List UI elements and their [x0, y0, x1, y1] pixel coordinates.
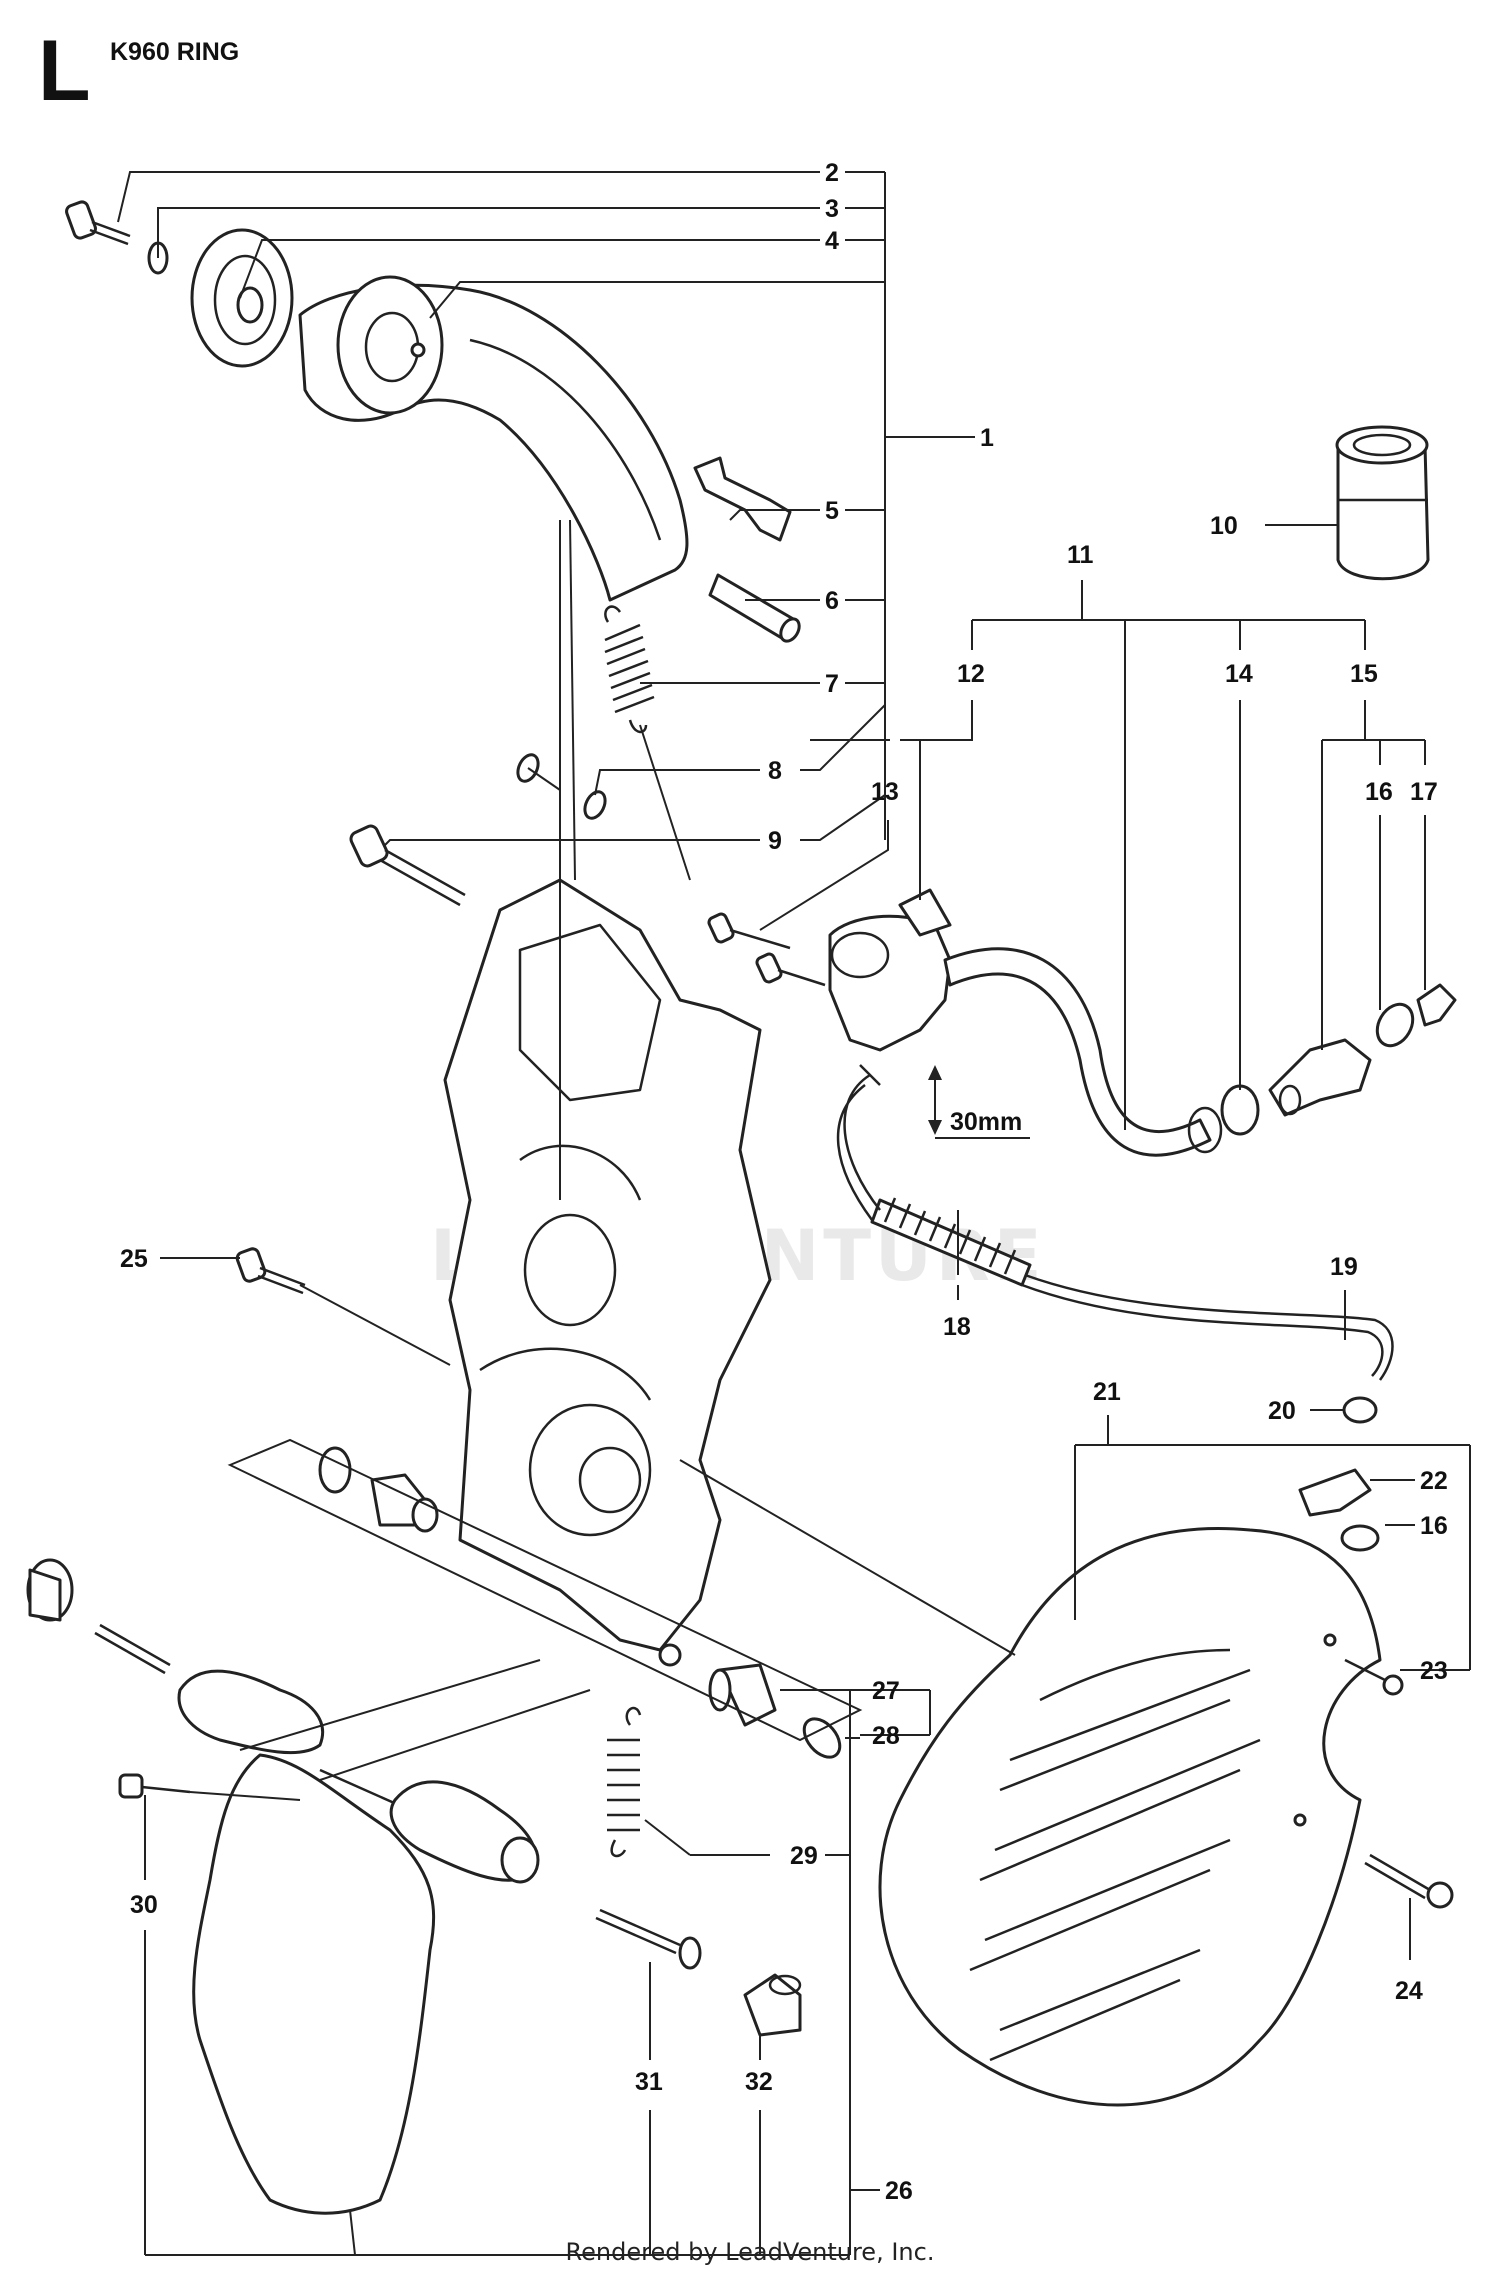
- part-30-screw: [118, 1773, 191, 1799]
- callout-21: 21: [1093, 1378, 1121, 1406]
- callout-3: 3: [825, 195, 839, 223]
- part-o-ring: [318, 1446, 352, 1494]
- part-13-screw: [707, 912, 826, 987]
- part-handle-rail: [26, 1558, 540, 1884]
- part-11-hose: [943, 947, 1212, 1157]
- part-2-screw: [65, 200, 131, 246]
- part-27-bushing: [708, 1663, 777, 1727]
- tube-fitting: [859, 1064, 881, 1086]
- callout-16: 16: [1365, 778, 1393, 806]
- callout-7: 7: [825, 670, 839, 698]
- callout-2: 2: [825, 159, 839, 187]
- callout-27: 27: [872, 1677, 900, 1705]
- part-17-plug: [1416, 983, 1457, 1027]
- part-18-spring-guard: [870, 1197, 1032, 1287]
- callout-13: 13: [871, 778, 899, 806]
- part-21-blade-guard: [878, 1527, 1382, 2107]
- part-31-bolt: [595, 1908, 702, 1970]
- part-20-clamp: [1342, 1396, 1378, 1424]
- part-22-nozzle: [1298, 1468, 1372, 1517]
- callout-14: 14: [1225, 660, 1253, 688]
- part-8-o-ring: [583, 790, 607, 820]
- callout-31: 31: [635, 2068, 663, 2096]
- part-26-splash-shield: [192, 1753, 436, 2215]
- callout-24: 24: [1395, 1977, 1423, 2005]
- assembly-plane: [227, 1438, 863, 1742]
- section-letter: L: [38, 23, 91, 119]
- dimension-30mm: 30mm: [928, 1065, 1030, 1139]
- part-14-hose-clamp: [1220, 1084, 1260, 1136]
- callout-22: 22: [1420, 1467, 1448, 1495]
- part-23-screw: [1344, 1658, 1404, 1696]
- part-5-bracket: [693, 456, 792, 542]
- part-12-water-valve: [828, 888, 952, 1052]
- assembly-plane-line: [319, 1689, 591, 1781]
- callout-12: 12: [957, 660, 985, 688]
- part-28-o-ring: [802, 1717, 842, 1759]
- part-crankcase-housing: [443, 878, 772, 1667]
- callout-28: 28: [872, 1722, 900, 1750]
- callout-5: 5: [825, 497, 839, 525]
- leader-lines: [117, 171, 1471, 2256]
- part-19-water-tube: [836, 1073, 1394, 1381]
- callout-29: 29: [790, 1842, 818, 1870]
- callout-8: 8: [768, 757, 782, 785]
- part-16-o-ring: [1340, 1524, 1380, 1552]
- part-7-spring: [604, 605, 655, 734]
- assembly-plane-line: [239, 1659, 541, 1751]
- callout-23: 23: [1420, 1657, 1448, 1685]
- callout-30: 30: [130, 1891, 158, 1919]
- callout-4: 4: [825, 227, 839, 255]
- callout-18: 18: [943, 1313, 971, 1341]
- part-10-coupling: [1335, 425, 1430, 581]
- part-4-wheel: [190, 228, 294, 368]
- part-15-connector: [1268, 1038, 1372, 1117]
- callout-15: 15: [1350, 660, 1378, 688]
- callout-10: 10: [1210, 512, 1238, 540]
- callout-32: 32: [745, 2068, 773, 2096]
- part-32-plug: [743, 1973, 802, 2037]
- callout-16: 16: [1420, 1512, 1448, 1540]
- part-6-pin: [708, 573, 801, 643]
- part-16-o-ring: [1375, 1002, 1415, 1048]
- callout-9: 9: [768, 827, 782, 855]
- callout-19: 19: [1330, 1253, 1358, 1281]
- callout-26: 26: [885, 2177, 913, 2205]
- dimension-label: 30mm: [950, 1108, 1022, 1136]
- callout-6: 6: [825, 587, 839, 615]
- callout-labels: 2 3 4 1 5 6 7 8 9 10 11 12 13 14 15 16 1…: [120, 159, 1448, 2205]
- callout-1: 1: [980, 424, 994, 452]
- part-24-bolt: [1364, 1853, 1454, 1909]
- part-9-bolt: [349, 824, 466, 907]
- part-29-spring: [607, 1706, 642, 1858]
- callout-20: 20: [1268, 1397, 1296, 1425]
- callout-17: 17: [1410, 778, 1438, 806]
- part-1-handle-arm: [298, 275, 689, 602]
- hose-end: [1187, 1106, 1223, 1154]
- part-25-bolt: [235, 1247, 306, 1295]
- callout-11: 11: [1067, 541, 1094, 569]
- callout-25: 25: [120, 1245, 148, 1273]
- page-title: K960 RING: [110, 38, 240, 66]
- footer-credit: Rendered by LeadVenture, Inc.: [565, 2238, 935, 2266]
